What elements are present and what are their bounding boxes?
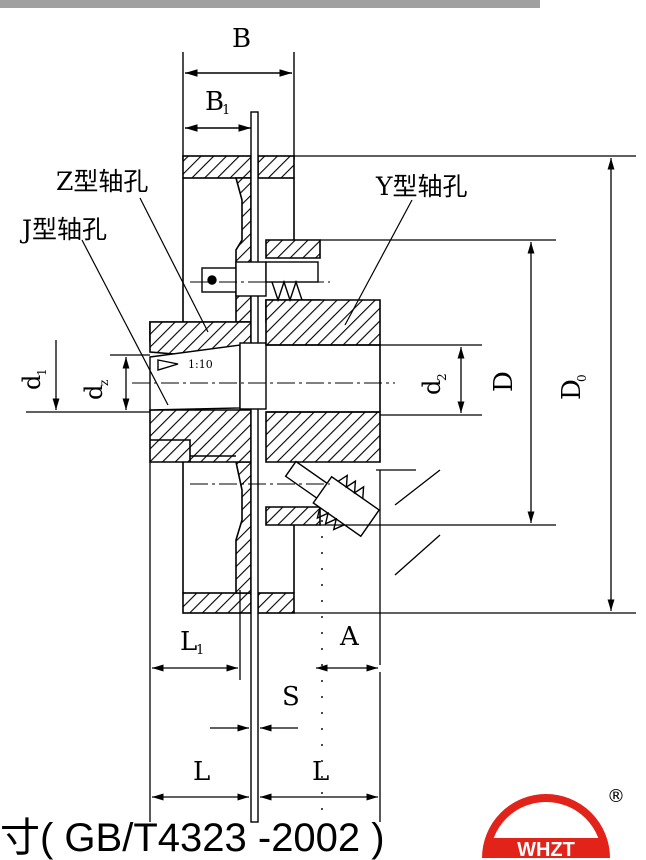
left-bore xyxy=(149,344,241,411)
left-hub xyxy=(149,321,252,463)
label-d1-group: d 1 xyxy=(18,368,49,390)
bolt-top xyxy=(201,261,319,303)
bottom-dims xyxy=(149,462,381,822)
label-s: S xyxy=(282,682,300,712)
label-b1-sub: 1 xyxy=(222,103,230,118)
label-big-d: D xyxy=(489,371,519,392)
label-l-right: L xyxy=(312,757,329,787)
bolt-bottom xyxy=(284,460,381,538)
label-big-d-group: D xyxy=(489,371,519,392)
label-d1-sub: 1 xyxy=(35,368,49,376)
label-d0-group: D 0 xyxy=(557,374,589,400)
extension-lines xyxy=(26,155,636,665)
label-l1-sub: 1 xyxy=(196,643,204,658)
dimension-b xyxy=(182,52,295,160)
label-b1: B xyxy=(205,87,224,117)
label-d0: D xyxy=(557,379,587,400)
center-plate xyxy=(239,111,267,823)
caption-standard: 寸( GB/T4323 -2002 ) xyxy=(0,816,385,860)
label-d2: d xyxy=(418,380,446,395)
logo-ring xyxy=(482,794,610,858)
label-dz-sub: z xyxy=(97,380,111,386)
registered-mark: ® xyxy=(607,786,624,807)
left-rim xyxy=(182,155,252,614)
label-b: B xyxy=(232,24,251,54)
leaders xyxy=(81,197,413,406)
vertical-dims xyxy=(52,158,615,611)
centerlines xyxy=(132,281,395,485)
label-d0-sub: 0 xyxy=(575,374,589,382)
logo-text: WHZT xyxy=(517,839,575,858)
top-bar xyxy=(0,0,540,8)
label-dz-group: d z xyxy=(80,380,111,400)
label-dz: d xyxy=(80,385,108,400)
label-y-hole: Y型轴孔 xyxy=(375,172,468,201)
label-j-hole: J型轴孔 xyxy=(19,215,107,244)
right-hub xyxy=(265,239,381,526)
label-l1: L xyxy=(180,627,197,657)
label-d1: d xyxy=(18,375,46,390)
label-l-left: L xyxy=(193,757,210,787)
label-d2-group: d 2 xyxy=(418,373,449,395)
logo-band xyxy=(490,838,602,858)
label-a: A xyxy=(339,622,360,652)
label-z-hole: Z型轴孔 xyxy=(56,167,148,196)
label-d2-sub: 2 xyxy=(435,373,449,381)
whzt-logo: WHZT ® xyxy=(482,786,624,858)
taper-label: 1:10 xyxy=(188,358,213,371)
